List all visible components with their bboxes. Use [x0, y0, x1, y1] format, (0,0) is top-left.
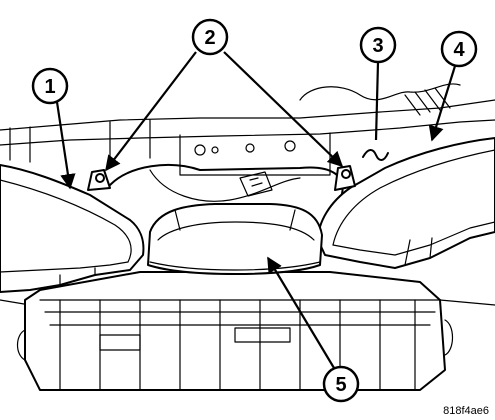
- right-mounting-stud: [334, 165, 356, 191]
- callout-3-label: 3: [372, 35, 383, 57]
- air-box-outlet: [147, 203, 323, 275]
- callout-1-label: 1: [44, 76, 55, 98]
- throttle-body: [109, 164, 344, 202]
- callout-3: 3: [359, 26, 397, 64]
- left-air-duct: [0, 164, 145, 293]
- routing-wire: [362, 149, 389, 161]
- left-mounting-stud: [87, 169, 111, 191]
- callout-4-label: 4: [453, 39, 465, 61]
- callout-5-label: 5: [335, 374, 346, 396]
- callout-5: 5: [322, 365, 360, 403]
- leader-lines: [55, 51, 457, 369]
- right-air-duct: [317, 137, 495, 269]
- callout-2: 2: [191, 18, 229, 56]
- callout-1: 1: [31, 67, 69, 105]
- figure-id: 818f4ae6: [443, 405, 489, 417]
- mounting-studs: [87, 165, 356, 191]
- callout-4: 4: [440, 30, 478, 68]
- air-box-lower-housing: [16, 271, 454, 391]
- callout-2-label: 2: [204, 27, 215, 49]
